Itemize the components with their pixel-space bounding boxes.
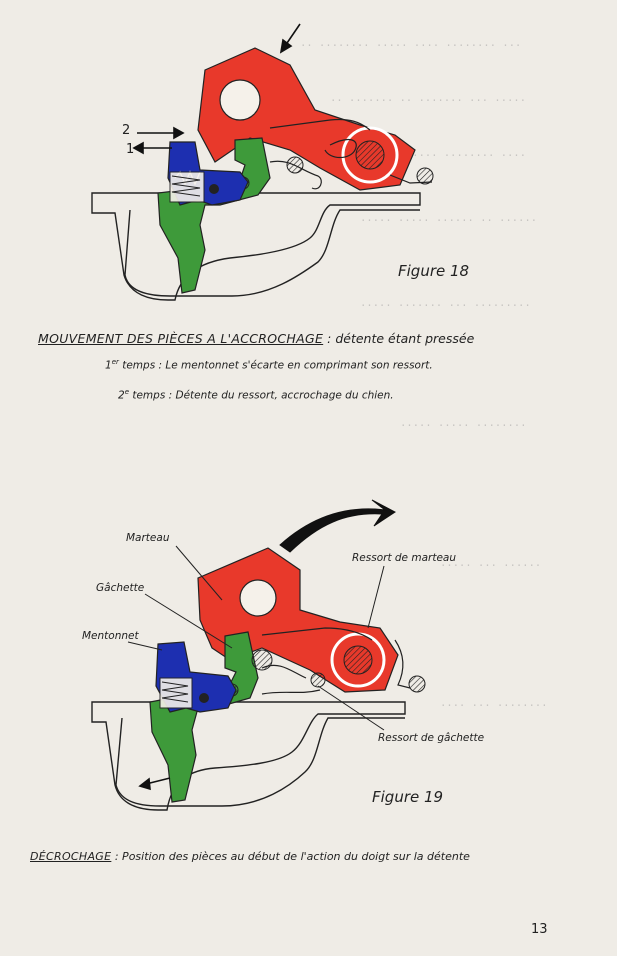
decrochage-text: : Position des pièces au début de l'acti… bbox=[114, 850, 470, 863]
label-ressort-marteau: Ressort de marteau bbox=[352, 552, 457, 564]
trigger-arrow bbox=[138, 777, 171, 791]
step-1-text: : Le mentonnet s'écarte en comprimant so… bbox=[158, 359, 433, 372]
trigger-guard bbox=[115, 717, 405, 807]
page-number: 13 bbox=[531, 922, 548, 937]
step-1-label: temps bbox=[122, 359, 156, 372]
hammer bbox=[197, 47, 416, 191]
pin bbox=[416, 167, 434, 185]
arrow-label-1: 1 bbox=[126, 142, 135, 157]
label-gachette: Gâchette bbox=[96, 582, 145, 594]
pin bbox=[408, 675, 426, 693]
sear bbox=[167, 141, 249, 206]
trigger-spring bbox=[269, 160, 322, 190]
arrow-label-2: 2 bbox=[122, 123, 131, 138]
decrochage-line: DÉCROCHAGE : Position des pièces au débu… bbox=[30, 850, 470, 863]
decrochage-heading: DÉCROCHAGE bbox=[30, 850, 112, 863]
label-marteau: Marteau bbox=[126, 532, 170, 544]
figure-18-drawing bbox=[91, 23, 434, 301]
frame-outline bbox=[91, 701, 406, 811]
step-1-ordinal: 1 bbox=[105, 359, 112, 372]
figure-19-drawing bbox=[91, 499, 426, 811]
figure-19-caption: Figure 19 bbox=[372, 788, 444, 806]
rotation-arrow bbox=[279, 499, 396, 553]
step-2-label: temps bbox=[132, 389, 166, 402]
step-1: 1er temps : Le mentonnet s'écarte en com… bbox=[105, 358, 433, 372]
section-heading: MOUVEMENT DES PIÈCES A L'ACCROCHAGE : dé… bbox=[38, 331, 474, 346]
section-heading-title: MOUVEMENT DES PIÈCES A L'ACCROCHAGE bbox=[38, 331, 324, 346]
sear bbox=[155, 641, 237, 713]
figure-18-caption: Figure 18 bbox=[398, 262, 470, 280]
step-1-ordinal-sup: er bbox=[111, 358, 119, 366]
step-2: 2e temps : Détente du ressort, accrochag… bbox=[118, 388, 394, 402]
trigger-guard bbox=[124, 209, 420, 297]
step-2-text: : Détente du ressort, accrochage du chie… bbox=[168, 389, 394, 402]
section-heading-suffix: : détente étant pressée bbox=[327, 331, 475, 346]
motion-arrows bbox=[132, 23, 301, 155]
label-mentonnet: Mentonnet bbox=[82, 630, 139, 642]
hammer-spring bbox=[261, 627, 411, 689]
hammer bbox=[197, 547, 399, 693]
step-2-ordinal: 2 bbox=[118, 389, 125, 402]
label-ressort-gachette: Ressort de gâchette bbox=[378, 732, 485, 744]
frame-outline bbox=[91, 192, 421, 301]
leader-lines bbox=[127, 545, 385, 731]
step-2-ordinal-sup: e bbox=[124, 388, 129, 396]
